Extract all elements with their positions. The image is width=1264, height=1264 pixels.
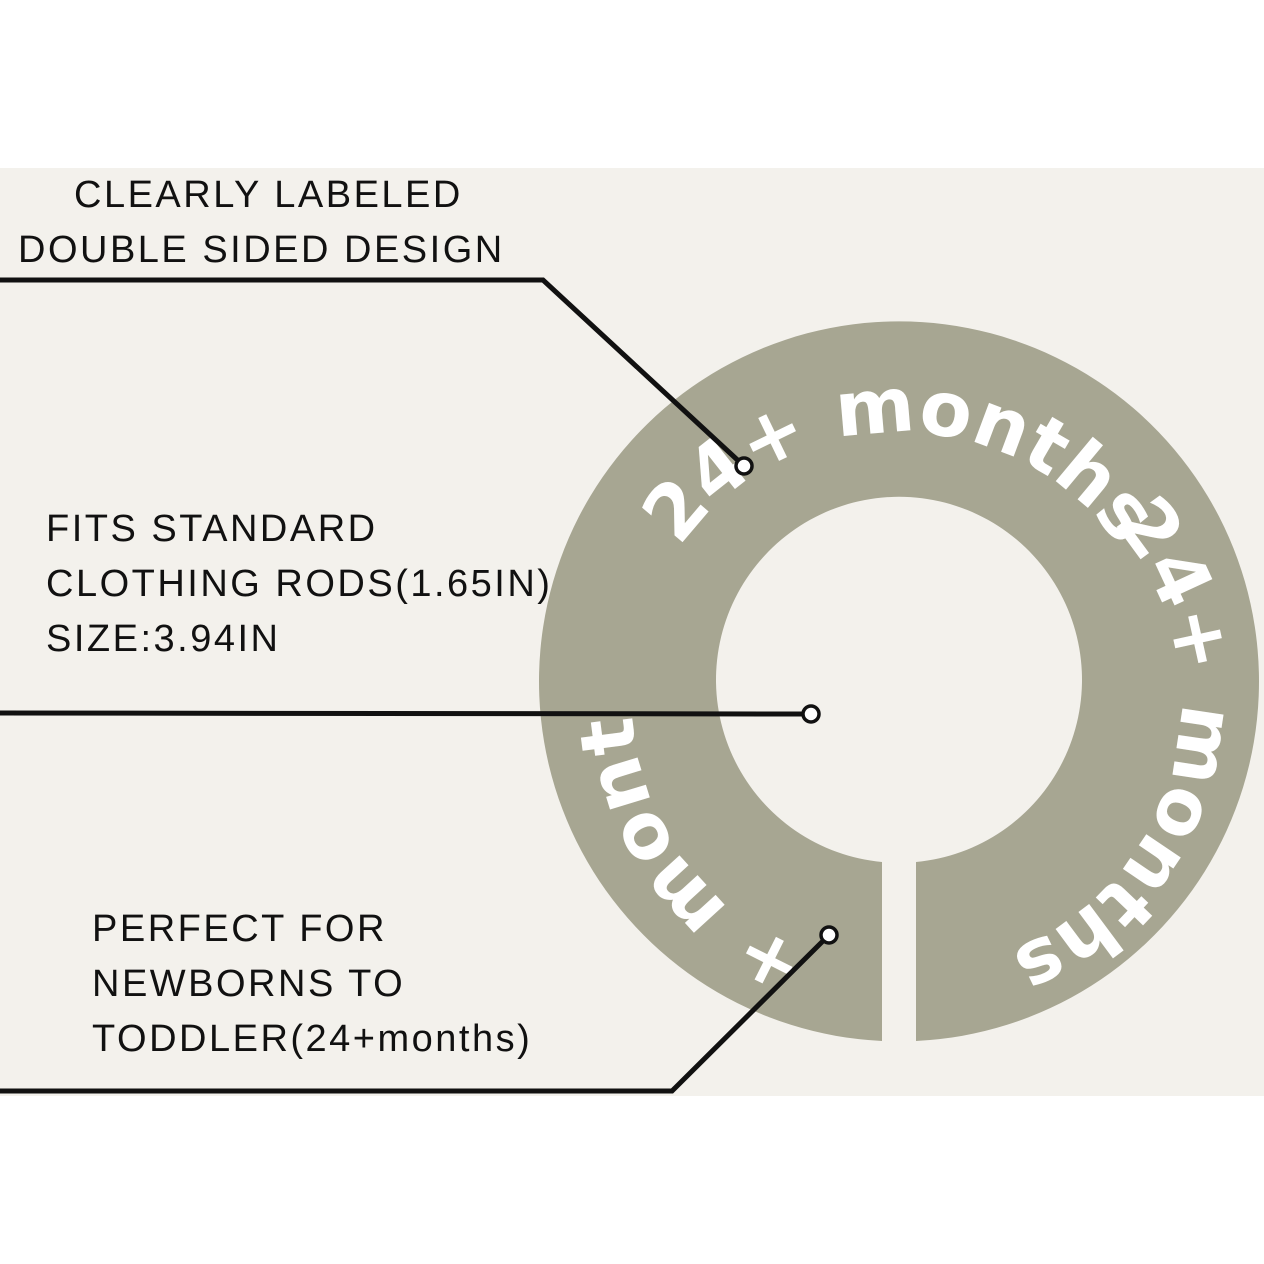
- callout-line: SIZE:3.94IN: [46, 618, 281, 660]
- closet-divider-diagram: 24+ months 24+ months 24+ months: [0, 168, 1264, 1096]
- callout-dot-rod-fit: [801, 704, 821, 724]
- callout-line: CLOTHING RODS(1.65IN): [46, 563, 553, 605]
- size-divider-ring: [539, 321, 1260, 1041]
- callout-line: CLEARLY LABELED: [74, 174, 463, 216]
- callout-line: TODDLER(24+months): [92, 1018, 533, 1060]
- callout-line: DOUBLE SIDED DESIGN: [18, 229, 505, 271]
- callout-rod-fit: FITS STANDARD CLOTHING RODS(1.65IN) SIZE…: [46, 502, 552, 667]
- callout-dot-double-sided: [734, 456, 754, 476]
- diagram-panel: 24+ months 24+ months 24+ months CLEARLY…: [0, 168, 1264, 1096]
- callout-double-sided: CLEARLY LABELED DOUBLE SIDED DESIGN: [18, 168, 505, 278]
- callout-dot-age-range: [819, 925, 839, 945]
- callout-line: PERFECT FOR: [92, 908, 387, 950]
- callout-line: FITS STANDARD: [46, 508, 378, 550]
- callout-line: NEWBORNS TO: [92, 963, 406, 1005]
- leader-line-rod-fit: [0, 710, 812, 717]
- callout-age-range: PERFECT FOR NEWBORNS TO TODDLER(24+month…: [92, 902, 532, 1067]
- leader-line-age-range: [0, 933, 831, 1094]
- leader-line-double-sided: [0, 277, 746, 468]
